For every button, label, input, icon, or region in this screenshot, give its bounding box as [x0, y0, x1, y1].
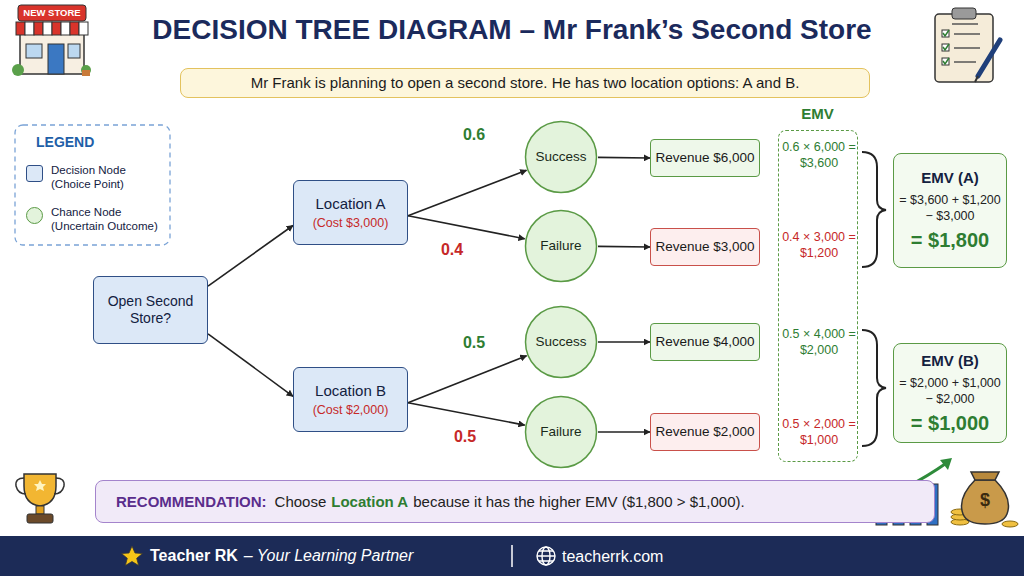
connector — [598, 246, 650, 248]
currency-symbol: $ — [976, 490, 994, 512]
node-subtext: (Cost $2,000) — [313, 403, 389, 418]
chance-circle: Failure — [524, 395, 598, 469]
emv-result-box: EMV (B) = $2,000 + $1,000 − $2,000 = $1,00… — [893, 343, 1007, 443]
connector — [598, 431, 650, 433]
info-band: Mr Frank is planning to open a second st… — [180, 68, 870, 98]
legend-text: Decision Node (Choice Point) — [51, 163, 167, 191]
node-subtext: Location A — [331, 493, 408, 511]
chance-circle: Success — [524, 120, 598, 194]
probability-label: 0.6 — [449, 125, 499, 145]
probability-label: 0.5 — [440, 427, 490, 447]
connector — [408, 356, 527, 403]
outcome-box: Revenue $3,000 — [650, 228, 760, 266]
store-icon — [12, 5, 91, 76]
probability-label: 0.5 — [449, 333, 499, 353]
node-text: Success — [535, 334, 586, 350]
node-text: EMV — [779, 105, 856, 123]
connector — [208, 226, 293, 287]
decision-box: Location A (Cost $3,000) — [293, 180, 408, 245]
chance-circle: Failure — [524, 209, 598, 283]
node-text: Success — [535, 149, 586, 165]
legend-swatch — [26, 165, 43, 182]
emv-column: EMV0.6 × 6,000 = $3,6000.4 × 3,000 = $1,… — [778, 130, 858, 462]
connector — [408, 170, 527, 216]
node-text: Revenue $4,000 — [655, 334, 754, 350]
node-text: Failure — [540, 238, 581, 254]
node-subtext: Choose — [275, 493, 327, 511]
probability-label: 0.4 — [427, 240, 477, 260]
node-text: Mr Frank is planning to open a second st… — [251, 74, 800, 92]
node-text: EMV (A) — [921, 169, 979, 187]
outcome-box: Revenue $2,000 — [650, 413, 760, 451]
circle-shape — [526, 122, 597, 193]
connector — [408, 403, 525, 425]
node-subtext: = $1,000 — [911, 411, 989, 435]
node-subtext: teacherrk.com — [562, 547, 663, 566]
node-text: Failure — [540, 424, 581, 440]
node-text: Open Second Store? — [94, 293, 207, 327]
node-subtext: 0.5 × 2,000 = $1,000 — [781, 416, 857, 448]
circle-shape — [526, 307, 597, 378]
clipboard-icon — [935, 8, 1000, 82]
decision-box: Open Second Store? — [93, 276, 208, 344]
title: DECISION TREE DIAGRAM – Mr Frank’s Secon… — [0, 14, 1024, 46]
emv-result-box: EMV (A) = $3,600 + $1,200 − $3,000 = $1,80… — [893, 153, 1007, 268]
node-text: Revenue $3,000 — [655, 239, 754, 255]
bracket — [862, 330, 886, 446]
node-subtext: – Your Learning Partner — [244, 546, 414, 565]
footer-band: Teacher RK – Your Learning Partner teacher… — [0, 536, 1024, 576]
node-subtext: 0.4 × 3,000 = $1,200 — [781, 229, 857, 261]
trophy-icon — [16, 474, 64, 523]
node-subtext: = $3,600 + $1,200 − $3,000 — [897, 192, 1003, 224]
node-text: Revenue $6,000 — [655, 150, 754, 166]
circle-shape — [526, 211, 597, 282]
chance-circle: Success — [524, 305, 598, 379]
connector — [598, 341, 650, 343]
outcome-box: Revenue $6,000 — [650, 139, 760, 177]
legend-heading: LEGEND — [36, 134, 94, 151]
node-subtext: 0.5 × 4,000 = $2,000 — [781, 326, 857, 358]
node-text: Location A — [315, 195, 385, 213]
decision-box: Location B (Cost $2,000) — [293, 367, 408, 432]
connector — [598, 157, 650, 159]
node-subtext: 0.6 × 6,000 = $3,600 — [781, 139, 857, 171]
recommendation-band: RECOMMENDATION: ChooseLocation A because i… — [95, 480, 935, 523]
sign-text: NEW STORE — [18, 7, 86, 18]
node-subtext: = $2,000 + $1,000 − $2,000 — [897, 375, 1003, 407]
legend-frame — [15, 125, 170, 245]
node-subtext: (Cost $3,000) — [313, 216, 389, 231]
circle-shape — [526, 397, 597, 468]
node-subtext: because it has the higher EMV ($1,800 > … — [413, 493, 744, 511]
node-text: Teacher RK — [150, 546, 238, 565]
bracket — [862, 152, 886, 267]
node-subtext: = $1,800 — [911, 228, 989, 252]
node-text: Location B — [315, 382, 386, 400]
node-text: Revenue $2,000 — [655, 424, 754, 440]
connector — [208, 334, 293, 397]
legend-swatch — [26, 207, 43, 224]
legend-text: Chance Node (Uncertain Outcome) — [51, 205, 167, 233]
node-text: RECOMMENDATION: — [116, 493, 267, 511]
node-text: EMV (B) — [921, 352, 979, 370]
connector — [408, 216, 525, 239]
outcome-box: Revenue $4,000 — [650, 323, 760, 361]
